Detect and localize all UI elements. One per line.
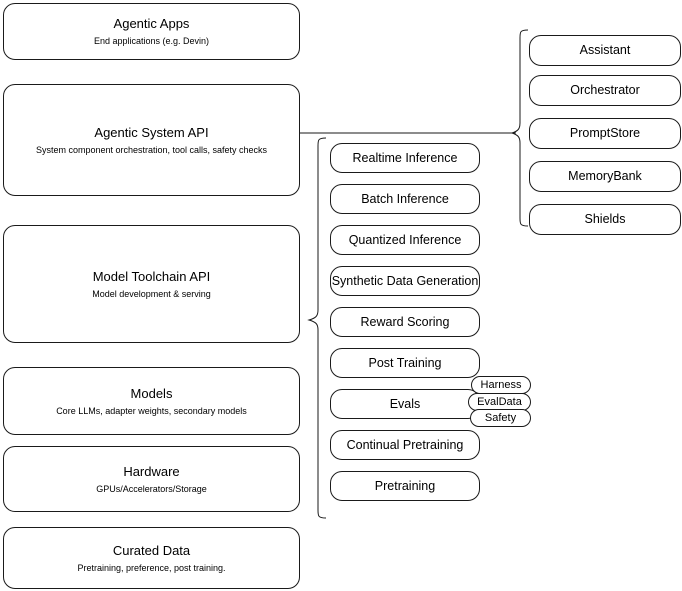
badge-label: Safety (484, 411, 517, 424)
node-evals[interactable]: Evals (330, 389, 480, 419)
node-title: Hardware (123, 463, 180, 479)
node-title: Quantized Inference (348, 232, 462, 247)
node-title: Model Toolchain API (92, 268, 211, 284)
node-hardware[interactable]: Hardware GPUs/Accelerators/Storage (3, 446, 300, 512)
node-title: MemoryBank (568, 169, 642, 183)
node-subtitle: Model development & serving (92, 288, 211, 299)
node-shields[interactable]: Shields (529, 204, 681, 235)
node-title: Models (130, 385, 173, 401)
node-subtitle: Pretraining, preference, post training. (77, 562, 226, 573)
node-batch-inference[interactable]: Batch Inference (330, 184, 480, 214)
node-orchestrator[interactable]: Orchestrator (529, 75, 681, 106)
node-post-training[interactable]: Post Training (330, 348, 480, 378)
node-agentic-apps[interactable]: Agentic Apps End applications (e.g. Devi… (3, 3, 300, 60)
badge-label: Harness (480, 378, 522, 391)
node-title: Continual Pretraining (346, 437, 464, 452)
node-agentic-system-api[interactable]: Agentic System API System component orch… (3, 84, 300, 196)
node-continual-pretraining[interactable]: Continual Pretraining (330, 430, 480, 460)
badge-harness[interactable]: Harness (471, 376, 531, 394)
node-title: Evals (389, 396, 421, 411)
node-reward-scoring[interactable]: Reward Scoring (330, 307, 480, 337)
node-realtime-inference[interactable]: Realtime Inference (330, 143, 480, 173)
node-title: Batch Inference (361, 191, 449, 206)
node-memorybank[interactable]: MemoryBank (529, 161, 681, 192)
node-subtitle: Core LLMs, adapter weights, secondary mo… (56, 405, 247, 416)
node-title: Curated Data (112, 542, 191, 558)
node-title: Shields (584, 212, 626, 226)
node-title: Orchestrator (570, 83, 640, 97)
node-assistant[interactable]: Assistant (529, 35, 681, 66)
node-title: PromptStore (569, 126, 641, 140)
node-title: Pretraining (374, 478, 436, 493)
node-subtitle: System component orchestration, tool cal… (35, 144, 268, 155)
node-subtitle: GPUs/Accelerators/Storage (96, 483, 207, 494)
node-subtitle: End applications (e.g. Devin) (93, 36, 210, 46)
node-quantized-inference[interactable]: Quantized Inference (330, 225, 480, 255)
node-title: Reward Scoring (360, 314, 450, 329)
node-title: Assistant (579, 43, 631, 57)
node-title: Agentic System API (94, 124, 209, 140)
node-curated-data[interactable]: Curated Data Pretraining, preference, po… (3, 527, 300, 589)
badge-label: EvalData (477, 395, 522, 408)
node-promptstore[interactable]: PromptStore (529, 118, 681, 149)
node-model-toolchain-api[interactable]: Model Toolchain API Model development & … (3, 225, 300, 343)
node-models[interactable]: Models Core LLMs, adapter weights, secon… (3, 367, 300, 435)
badge-safety[interactable]: Safety (470, 409, 531, 427)
node-title: Synthetic Data Generation (331, 273, 479, 288)
bracket-toolchain-components (307, 137, 327, 519)
node-pretraining[interactable]: Pretraining (330, 471, 480, 501)
node-title: Post Training (368, 355, 442, 370)
node-title: Agentic Apps (113, 16, 190, 31)
node-synthetic-data-generation[interactable]: Synthetic Data Generation (330, 266, 480, 296)
node-title: Realtime Inference (352, 150, 458, 165)
